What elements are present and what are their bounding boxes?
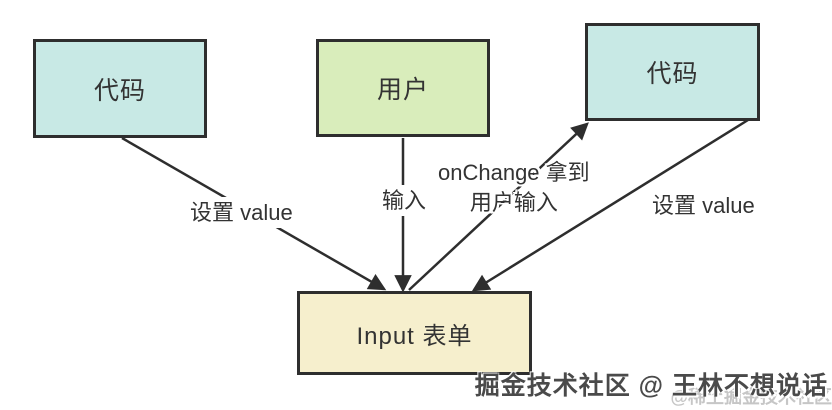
box-user-label: 用户 (376, 76, 429, 104)
edge-label-set-value-left-text: 设置 value (185, 197, 298, 228)
edge-label-input-text: 输入 (377, 185, 432, 216)
box-input-form: Input 表单 (297, 291, 532, 375)
box-input-form-label: Input 表单 (356, 322, 473, 350)
watermark-main: 掘金技术社区 @ 王林不想说话 (474, 372, 828, 400)
arrow-onchange (408, 122, 589, 291)
edge-label-onchange-line1: onChange 拿到 (438, 160, 590, 185)
edge-label-onchange-line2: 用户输入 (469, 190, 558, 215)
box-code-left-label: 代码 (93, 76, 146, 105)
box-code-left: 代码 (33, 39, 207, 138)
watermark-secondary: @稀土掘金技术社区 (670, 387, 832, 407)
edge-label-set-value-right: 设置 value (652, 188, 755, 220)
edge-label-set-value-left: 设置 value (185, 195, 298, 228)
box-code-right-label: 代码 (646, 60, 699, 88)
box-code-right: 代码 (585, 23, 760, 121)
edge-label-set-value-right-text: 设置 value (652, 193, 755, 218)
edge-label-onchange: onChange 拿到 用户输入 (438, 158, 590, 218)
arrow-set-value-right (471, 118, 749, 292)
edge-label-input: 输入 (377, 183, 432, 216)
box-user: 用户 (316, 39, 490, 137)
